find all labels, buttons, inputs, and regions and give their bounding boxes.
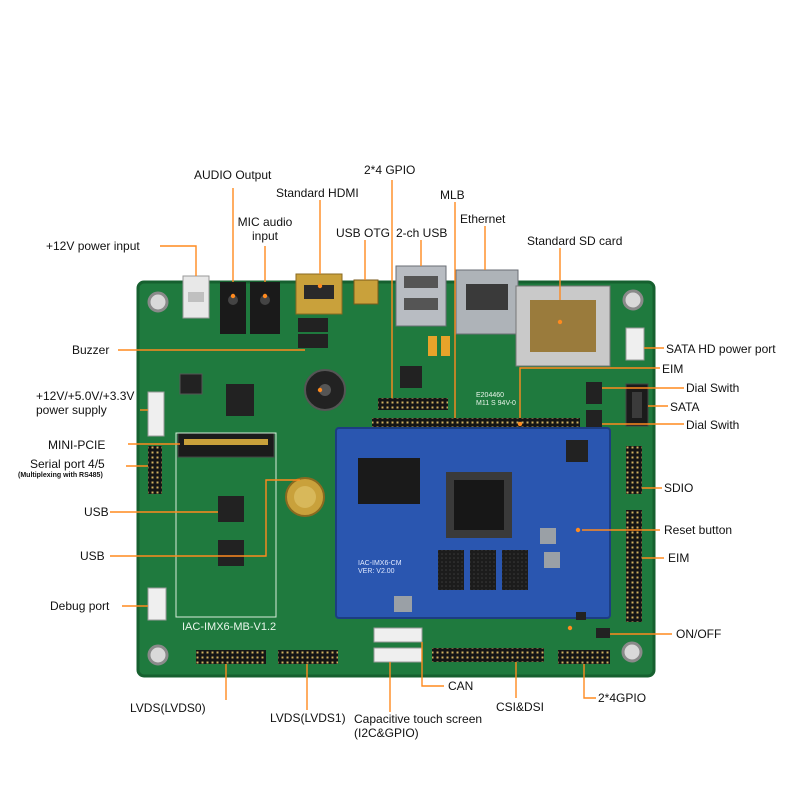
eim-header — [626, 510, 642, 622]
label-on-off: ON/OFF — [676, 627, 722, 641]
leader-lines — [110, 180, 684, 712]
on-off-switch — [596, 628, 610, 638]
dot-reset — [575, 527, 581, 533]
dot-hdmi — [317, 283, 323, 289]
label-csi-dsi: CSI&DSI — [496, 700, 545, 714]
lvds1-header — [278, 650, 338, 664]
label-lvds0: LVDS(LVDS0) — [130, 701, 206, 715]
regulator-chip — [226, 384, 254, 416]
label-hdmi: Standard HDMI — [276, 186, 359, 200]
leader-gpio-bottom — [583, 664, 596, 699]
usb-chip-1 — [218, 496, 244, 522]
module-model-silkscreen: IAC-IMX6-CM — [358, 560, 402, 567]
debug-connector — [147, 587, 167, 621]
label-usb-2ch: 2-ch USB — [396, 226, 448, 240]
dial-switch-1 — [586, 382, 602, 404]
label-lvds1: LVDS(LVDS1) — [270, 711, 346, 725]
leader-eim-top — [519, 367, 660, 418]
gpio-header-bottom — [558, 650, 610, 664]
dot-buzzer — [317, 387, 323, 393]
touch-connector-1 — [373, 627, 423, 643]
label-mini-pcie: MINI-PCIE — [48, 438, 106, 452]
dot-on-off — [567, 625, 573, 631]
label-usb-1: USB — [84, 505, 109, 519]
power-supply-connector — [147, 391, 165, 437]
board-cert-silkscreen: E204460 — [476, 392, 505, 399]
label-mic-audio: MIC audio input — [232, 215, 298, 243]
csi-dsi-header — [432, 648, 544, 662]
ddr-chip-3 — [502, 550, 528, 590]
touch-connector-2 — [373, 647, 423, 663]
pmic-chip — [566, 440, 588, 462]
usb-chip-2 — [218, 540, 244, 566]
mount-hole — [621, 641, 643, 663]
label-sdio: SDIO — [664, 481, 694, 495]
label-serial-port: Serial port 4/5 — [30, 457, 105, 471]
label-touch-screen: Capacitive touch screen (I2C&GPIO) — [354, 712, 482, 740]
label-eim-top: EIM — [662, 362, 684, 376]
label-dial-switch-1: Dial Swith — [686, 381, 740, 395]
label-usb-2: USB — [80, 549, 105, 563]
gpio-header-top — [378, 398, 448, 410]
label-power-supply: +12V/+5.0V/+3.3V power supply — [36, 389, 134, 417]
lvds0-header — [196, 650, 266, 664]
mount-hole — [147, 291, 169, 313]
mini-pcie-outline — [175, 432, 277, 618]
label-sata-power: SATA HD power port — [666, 342, 776, 356]
power-converter — [179, 373, 203, 395]
label-ethernet: Ethernet — [460, 212, 506, 226]
sata-power-port — [625, 327, 645, 361]
processor-die — [454, 480, 504, 530]
label-usb-otg: USB OTG — [336, 226, 391, 240]
dot-eim — [517, 421, 523, 427]
dot-audio — [230, 293, 236, 299]
label-gpio-top: 2*4 GPIO — [364, 163, 416, 177]
mount-hole — [147, 644, 169, 666]
module-version-silkscreen: VER: V2.00 — [358, 568, 395, 575]
usb-2ch-port — [395, 265, 447, 327]
ddr-chip-top — [358, 458, 420, 504]
label-buzzer: Buzzer — [72, 343, 110, 357]
usb-otg-port — [353, 279, 379, 305]
leader-usb-2 — [110, 479, 300, 557]
label-audio-output: AUDIO Output — [194, 168, 272, 182]
ddr-chip-2 — [470, 550, 496, 590]
label-power-input: +12V power input — [46, 239, 140, 253]
label-serial-note: (Multiplexing with RS485) — [18, 472, 103, 479]
leader-power-input — [160, 245, 197, 276]
audio-jack-2 — [250, 282, 280, 334]
serial-header — [148, 446, 162, 494]
dial-switch-2 — [586, 410, 602, 430]
audio-jack-1 — [220, 282, 246, 334]
label-touch-screen-text: Capacitive touch screen (I2C&GPIO) — [354, 712, 483, 740]
callout-dots — [230, 283, 581, 631]
label-mlb: MLB — [440, 188, 465, 202]
label-mic-audio-text: MIC audio input — [237, 215, 293, 243]
label-debug-port: Debug port — [50, 599, 110, 613]
label-can: CAN — [448, 679, 474, 693]
label-eim-right: EIM — [668, 551, 690, 565]
dot-sd — [557, 319, 563, 325]
net-chip — [400, 366, 422, 388]
board-model-silkscreen: IAC-IMX6-MB-V1.2 — [182, 621, 277, 633]
mount-hole — [622, 289, 644, 311]
label-sd-card: Standard SD card — [527, 234, 623, 248]
ddr-chip-1 — [438, 550, 464, 590]
label-sata: SATA — [670, 400, 700, 414]
board-cert-sub-silkscreen: M11 S 94V-0 — [476, 400, 516, 407]
label-gpio-bottom: 2*4GPIO — [598, 691, 647, 705]
core-module — [335, 427, 611, 620]
label-reset: Reset button — [664, 523, 733, 537]
label-power-supply-text: +12V/+5.0V/+3.3V power supply — [36, 389, 135, 417]
label-dial-switch-2: Dial Swith — [686, 418, 740, 432]
leader-can — [421, 642, 444, 687]
dot-mic — [262, 293, 268, 299]
sdio-header — [626, 446, 642, 494]
